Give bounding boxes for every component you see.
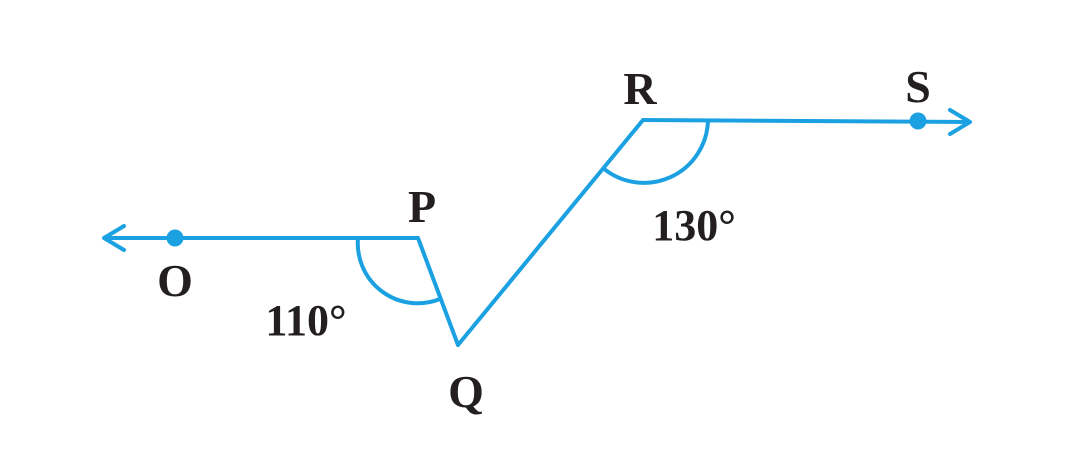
point-s-dot (909, 112, 927, 130)
label-q: Q (448, 366, 484, 417)
ray-po-arrowhead (102, 224, 126, 252)
angle-label-p: 110° (265, 296, 346, 345)
angle-arc-r (601, 119, 710, 185)
label-s: S (905, 61, 931, 112)
label-p: P (408, 181, 436, 232)
segment-pq (416, 236, 460, 347)
ray-rs-arrowhead (948, 108, 972, 136)
angle-arc-p (355, 237, 441, 306)
label-r: R (623, 63, 657, 114)
point-o-dot (166, 229, 184, 247)
segment-qr (456, 118, 645, 347)
angle-label-r: 130° (652, 201, 736, 250)
label-o: O (157, 255, 193, 306)
